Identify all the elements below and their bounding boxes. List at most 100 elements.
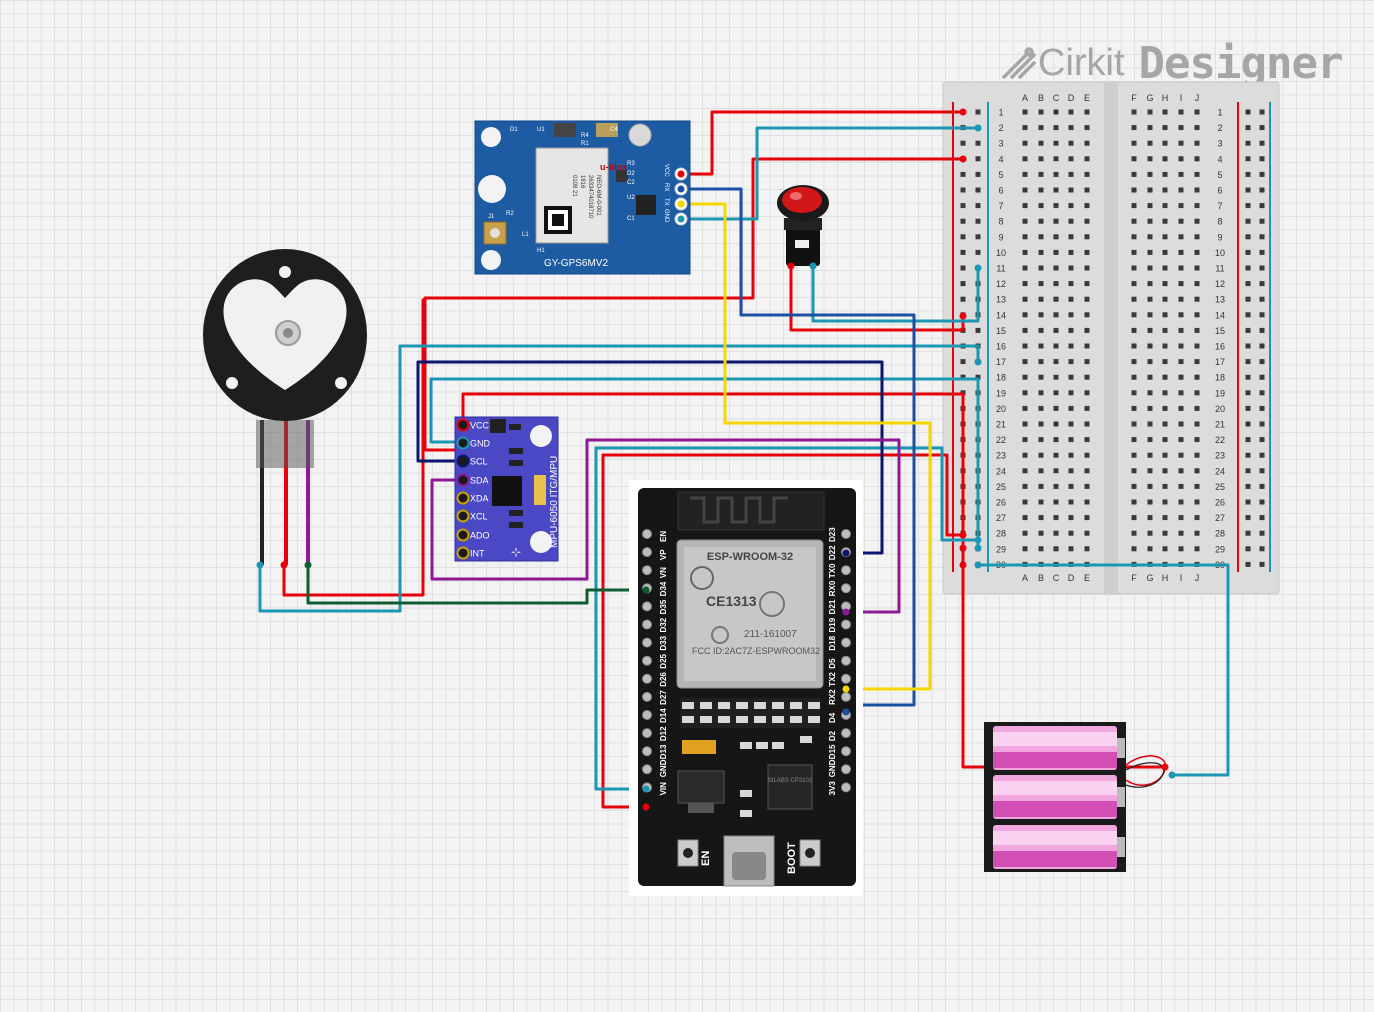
- breadboard-hole[interactable]: [1068, 109, 1074, 115]
- breadboard-hole[interactable]: [1053, 499, 1059, 505]
- breadboard-hole[interactable]: [1147, 421, 1153, 427]
- breadboard-hole[interactable]: [1245, 312, 1251, 318]
- breadboard-hole[interactable]: [1162, 218, 1168, 224]
- esp32-pin-right-tx2[interactable]: [841, 673, 851, 684]
- breadboard-hole[interactable]: [1084, 515, 1090, 521]
- breadboard-hole[interactable]: [1162, 468, 1168, 474]
- indicator-lamp[interactable]: [777, 185, 829, 270]
- breadboard-hole[interactable]: [1245, 561, 1251, 567]
- wire-pulse-signal[interactable]: [306, 563, 648, 605]
- esp32-pin-right-rx0[interactable]: [841, 583, 851, 594]
- breadboard-hole[interactable]: [1053, 468, 1059, 474]
- breadboard-hole[interactable]: [975, 203, 981, 209]
- breadboard-hole[interactable]: [1131, 281, 1137, 287]
- breadboard-hole[interactable]: [1162, 312, 1168, 318]
- breadboard-hole[interactable]: [1022, 234, 1028, 240]
- esp32-pin-left-d25[interactable]: [642, 655, 652, 666]
- breadboard-hole[interactable]: [1245, 203, 1251, 209]
- breadboard-hole[interactable]: [1259, 296, 1265, 302]
- breadboard-hole[interactable]: [1194, 546, 1200, 552]
- breadboard-hole[interactable]: [1068, 281, 1074, 287]
- breadboard-hole[interactable]: [1068, 203, 1074, 209]
- mpu-pin-ado[interactable]: [456, 528, 470, 542]
- breadboard-hole[interactable]: [1038, 515, 1044, 521]
- breadboard-hole[interactable]: [1038, 359, 1044, 365]
- breadboard-hole[interactable]: [1162, 546, 1168, 552]
- esp32-pin-right-tx0[interactable]: [841, 565, 851, 576]
- breadboard-hole[interactable]: [1259, 171, 1265, 177]
- breadboard-hole[interactable]: [1068, 171, 1074, 177]
- breadboard-hole[interactable]: [1022, 265, 1028, 271]
- breadboard-hole[interactable]: [1245, 327, 1251, 333]
- esp32-devkit[interactable]: ESP-WROOM-32 CE1313 211-161007 FCC ID:2A…: [629, 480, 863, 896]
- breadboard-hole[interactable]: [1245, 483, 1251, 489]
- breadboard-hole[interactable]: [1068, 249, 1074, 255]
- breadboard-hole[interactable]: [1147, 312, 1153, 318]
- breadboard-hole[interactable]: [1084, 203, 1090, 209]
- esp32-pin-right-d2[interactable]: [841, 728, 851, 739]
- wire-gps-tx[interactable]: [679, 202, 932, 691]
- breadboard-hole[interactable]: [1131, 109, 1137, 115]
- breadboard-hole[interactable]: [1131, 296, 1137, 302]
- breadboard-hole[interactable]: [1259, 530, 1265, 536]
- breadboard-hole[interactable]: [1194, 187, 1200, 193]
- breadboard-hole[interactable]: [1022, 390, 1028, 396]
- breadboard-hole[interactable]: [1162, 359, 1168, 365]
- mpu-pin-int[interactable]: [456, 546, 470, 560]
- breadboard-hole[interactable]: [1162, 187, 1168, 193]
- breadboard-hole[interactable]: [1245, 359, 1251, 365]
- breadboard-hole[interactable]: [1194, 483, 1200, 489]
- breadboard-hole[interactable]: [1053, 390, 1059, 396]
- breadboard-hole[interactable]: [1068, 187, 1074, 193]
- breadboard-hole[interactable]: [1178, 249, 1184, 255]
- breadboard-hole[interactable]: [1147, 249, 1153, 255]
- breadboard-hole[interactable]: [1194, 437, 1200, 443]
- breadboard-hole[interactable]: [1245, 390, 1251, 396]
- breadboard-hole[interactable]: [1084, 187, 1090, 193]
- breadboard-hole[interactable]: [975, 327, 981, 333]
- breadboard-hole[interactable]: [1147, 327, 1153, 333]
- breadboard-hole[interactable]: [1147, 483, 1153, 489]
- breadboard-hole[interactable]: [1053, 312, 1059, 318]
- breadboard-hole[interactable]: [1022, 140, 1028, 146]
- breadboard-hole[interactable]: [1022, 359, 1028, 365]
- breadboard-hole[interactable]: [1068, 140, 1074, 146]
- breadboard-hole[interactable]: [1259, 390, 1265, 396]
- breadboard-hole[interactable]: [1245, 218, 1251, 224]
- breadboard-hole[interactable]: [1147, 530, 1153, 536]
- breadboard-hole[interactable]: [1131, 312, 1137, 318]
- breadboard-hole[interactable]: [1162, 405, 1168, 411]
- esp32-pin-right-gnd[interactable]: [841, 764, 851, 775]
- breadboard-hole[interactable]: [1068, 125, 1074, 131]
- breadboard-hole[interactable]: [1162, 125, 1168, 131]
- breadboard-hole[interactable]: [1022, 374, 1028, 380]
- breadboard-hole[interactable]: [1194, 327, 1200, 333]
- breadboard-hole[interactable]: [1245, 405, 1251, 411]
- breadboard-hole[interactable]: [1147, 468, 1153, 474]
- breadboard-hole[interactable]: [1194, 468, 1200, 474]
- breadboard-hole[interactable]: [1162, 156, 1168, 162]
- breadboard-hole[interactable]: [1053, 265, 1059, 271]
- breadboard-hole[interactable]: [1053, 405, 1059, 411]
- breadboard-hole[interactable]: [1194, 390, 1200, 396]
- breadboard-hole[interactable]: [1259, 234, 1265, 240]
- breadboard-hole[interactable]: [1259, 312, 1265, 318]
- breadboard-hole[interactable]: [1245, 249, 1251, 255]
- breadboard-hole[interactable]: [1038, 265, 1044, 271]
- breadboard-hole[interactable]: [1038, 203, 1044, 209]
- breadboard-hole[interactable]: [1038, 546, 1044, 552]
- breadboard-hole[interactable]: [1147, 374, 1153, 380]
- breadboard-hole[interactable]: [1084, 281, 1090, 287]
- battery-positive-terminal[interactable]: [1161, 763, 1169, 771]
- breadboard-hole[interactable]: [1053, 109, 1059, 115]
- breadboard-hole[interactable]: [1131, 546, 1137, 552]
- breadboard-hole[interactable]: [1259, 437, 1265, 443]
- breadboard-hole[interactable]: [1147, 296, 1153, 302]
- breadboard-hole[interactable]: [1038, 187, 1044, 193]
- breadboard-hole[interactable]: [1178, 125, 1184, 131]
- breadboard-hole[interactable]: [1147, 405, 1153, 411]
- breadboard-hole[interactable]: [1068, 234, 1074, 240]
- wire-gps-vcc[interactable]: [679, 110, 965, 176]
- breadboard-hole[interactable]: [1084, 249, 1090, 255]
- breadboard-hole[interactable]: [975, 156, 981, 162]
